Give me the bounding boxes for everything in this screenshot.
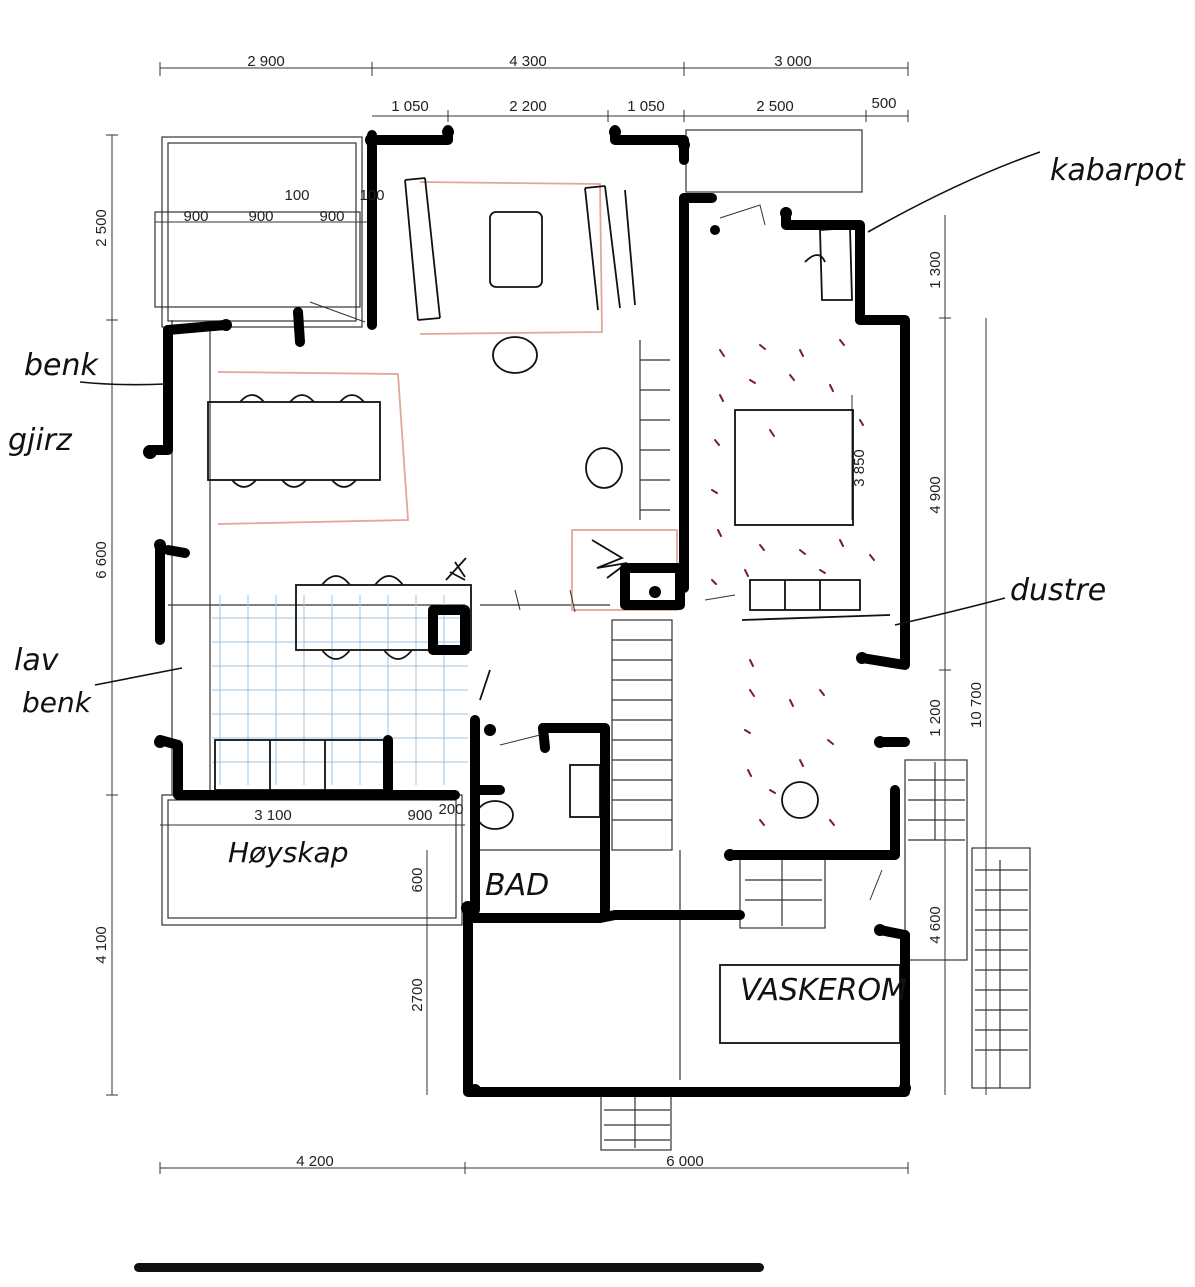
dim-terrace-3: 100 (284, 187, 309, 204)
stipple-pattern (711, 339, 875, 826)
dim-lower-3: 200 (438, 801, 463, 818)
dim-right-3: 1 200 (927, 699, 944, 737)
staircase (604, 340, 1028, 1148)
dim-lower-1: 3 100 (254, 807, 292, 824)
label-hoyskap: Høyskap (228, 836, 349, 869)
dim-top-2: 4 300 (509, 53, 547, 70)
dimension-lines (106, 62, 987, 1174)
tile-grid (212, 595, 468, 785)
rug-outlines (217, 181, 678, 611)
dim-terrace-4: 900 (319, 208, 344, 225)
walls (145, 125, 910, 1097)
dim-inner-2: 2 200 (509, 98, 547, 115)
dim-right-4: 4 600 (927, 906, 944, 944)
dim-terrace-1: 900 (183, 208, 208, 225)
dim-terrace-2: 900 (248, 208, 273, 225)
dim-right-2: 4 900 (927, 476, 944, 514)
dim-right-total: 10 700 (968, 682, 985, 728)
handwritten-labels: benk gjirz lav benk kabarpot dustre Høys… (8, 153, 1186, 1008)
label-lav-benk: benk (22, 686, 93, 719)
label-vaskerom: VASKEROM (740, 973, 907, 1008)
dim-bottom-2: 6 000 (666, 1153, 704, 1170)
label-dustre: dustre (1010, 573, 1106, 608)
dim-inner-2700: 2700 (409, 978, 426, 1011)
dim-left-1: 2 500 (93, 209, 110, 247)
dim-terrace-5: 100 (359, 187, 384, 204)
dim-bedroom: 3 850 (851, 449, 868, 487)
dim-lower-2: 900 (407, 807, 432, 824)
dim-inner-1: 1 050 (391, 98, 429, 115)
label-gjirz: gjirz (8, 423, 73, 458)
dim-top-1: 2 900 (247, 53, 285, 70)
dim-left-3: 4 100 (93, 926, 110, 964)
dim-right-1: 1 300 (927, 251, 944, 289)
dim-inner-5: 500 (871, 95, 896, 112)
annotation-leaders (79, 151, 1041, 686)
door-swings (309, 204, 883, 901)
dim-bottom-1: 4 200 (296, 1153, 334, 1170)
label-benk: benk (24, 348, 100, 383)
dim-top-3: 3 000 (774, 53, 812, 70)
wall-blobs (143, 126, 911, 1096)
label-bad: BAD (485, 868, 549, 903)
label-lav: lav (14, 643, 60, 678)
dim-inner-4: 2 500 (756, 98, 794, 115)
dim-inner-600: 600 (409, 867, 426, 892)
dimension-labels: 2 900 4 300 3 000 1 050 2 200 1 050 2 50… (93, 53, 985, 1170)
dim-left-2: 6 600 (93, 541, 110, 579)
home-indicator-bar[interactable] (134, 1263, 764, 1272)
label-kabarpot: kabarpot (1050, 153, 1186, 188)
dim-inner-3: 1 050 (627, 98, 665, 115)
